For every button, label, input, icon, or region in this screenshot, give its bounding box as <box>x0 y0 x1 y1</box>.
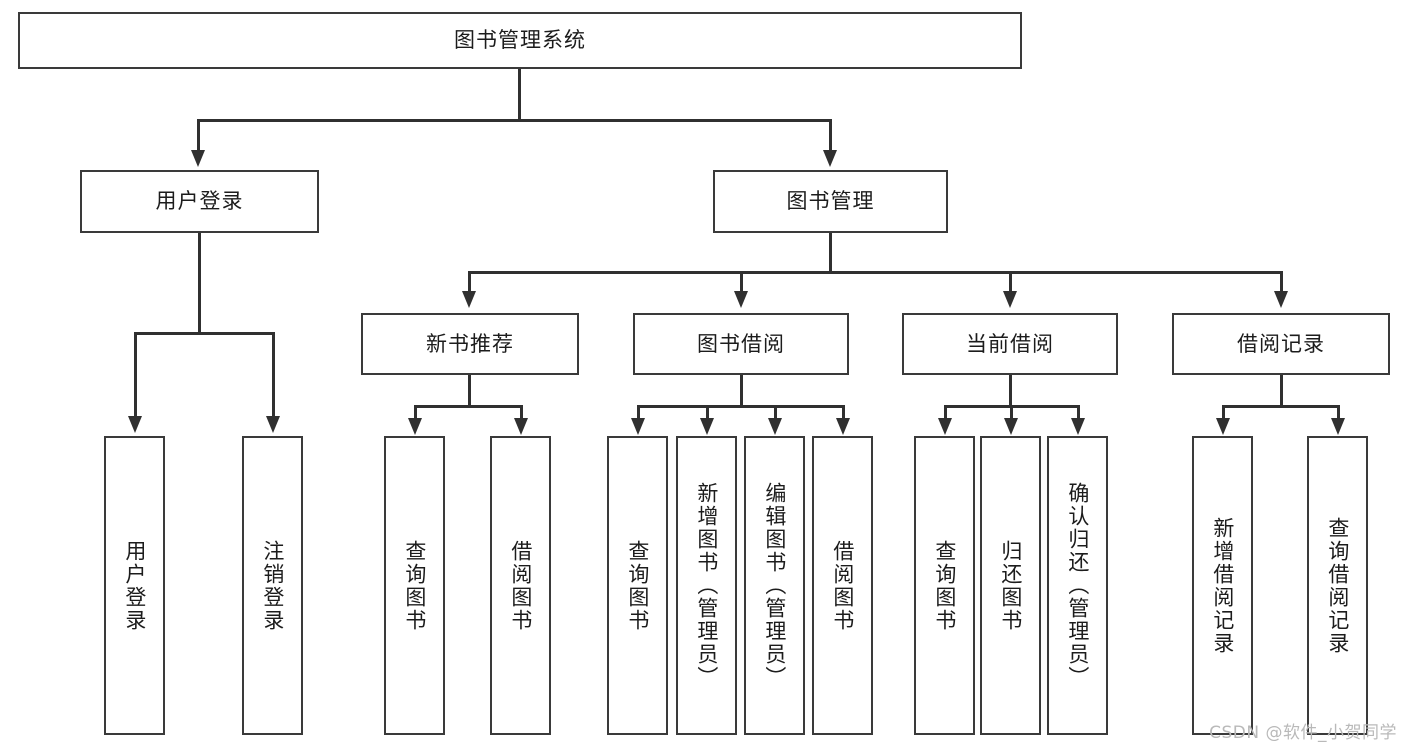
arrow-to-book-borrow <box>734 291 748 308</box>
leaf-edit-book-admin[interactable]: 编辑图书（管理员） <box>744 436 805 735</box>
node-new-book-recommend[interactable]: 新书推荐 <box>361 313 579 375</box>
connector-level3-drop-4 <box>1280 271 1283 293</box>
leaf-add-borrow-record[interactable]: 新增借阅记录 <box>1192 436 1253 735</box>
arrow-to-leaf-edit-book <box>768 418 782 435</box>
arrow-to-leaf-add-book <box>700 418 714 435</box>
leaf-confirm-return-admin[interactable]: 确认归还（管理员） <box>1047 436 1108 735</box>
node-label: 用户登录 <box>155 189 244 214</box>
node-label: 归还图书 <box>998 539 1023 632</box>
node-label: 借阅图书 <box>830 539 855 632</box>
connector-borrow-record-drop-1 <box>1222 405 1225 420</box>
arrow-to-leaf-query-book-3 <box>938 418 952 435</box>
connector-level3-drop-2 <box>740 271 743 293</box>
connector-current-borrow-drop-3 <box>1077 405 1080 420</box>
connector-root-drop-right <box>829 119 832 153</box>
connector-root-trunk <box>518 69 521 120</box>
arrow-to-leaf-query-book-2 <box>631 418 645 435</box>
node-label: 查询借阅记录 <box>1325 516 1350 655</box>
connector-user-login-trunk <box>198 233 201 334</box>
node-label: 当前借阅 <box>966 331 1054 356</box>
connector-user-login-drop-2 <box>272 332 275 418</box>
leaf-query-book-2[interactable]: 查询图书 <box>607 436 668 735</box>
node-label: 新增图书（管理员） <box>694 482 719 689</box>
arrow-to-leaf-query-book-1 <box>408 418 422 435</box>
arrow-root-to-book-management <box>823 150 837 167</box>
leaf-return-book[interactable]: 归还图书 <box>980 436 1041 735</box>
arrow-to-new-book-recommend <box>462 291 476 308</box>
leaf-user-login[interactable]: 用户登录 <box>104 436 165 735</box>
connector-borrow-record-drop-2 <box>1337 405 1340 420</box>
arrow-to-leaf-logout <box>266 416 280 433</box>
connector-root-drop-left <box>197 119 200 153</box>
node-label: 注销登录 <box>260 539 285 632</box>
node-book-borrow[interactable]: 图书借阅 <box>633 313 849 375</box>
connector-level3-drop-1 <box>468 271 471 293</box>
node-label: 查询图书 <box>402 539 427 632</box>
node-root-book-management-system[interactable]: 图书管理系统 <box>18 12 1022 69</box>
arrow-to-current-borrow <box>1003 291 1017 308</box>
arrow-to-leaf-user-login <box>128 416 142 433</box>
leaf-query-book-1[interactable]: 查询图书 <box>384 436 445 735</box>
node-current-borrow[interactable]: 当前借阅 <box>902 313 1118 375</box>
leaf-query-book-3[interactable]: 查询图书 <box>914 436 975 735</box>
connector-book-borrow-trunk <box>740 375 743 407</box>
node-label: 新书推荐 <box>426 331 514 356</box>
leaf-logout[interactable]: 注销登录 <box>242 436 303 735</box>
node-label: 图书管理 <box>786 189 875 214</box>
connector-current-borrow-trunk <box>1009 375 1012 407</box>
connector-new-book-bus <box>414 405 522 408</box>
connector-book-management-trunk <box>829 233 832 273</box>
node-book-management[interactable]: 图书管理 <box>713 170 948 233</box>
leaf-query-borrow-record[interactable]: 查询借阅记录 <box>1307 436 1368 735</box>
connector-level3-bus <box>468 271 1282 274</box>
node-label: 确认归还（管理员） <box>1065 482 1090 689</box>
node-label: 借阅图书 <box>508 539 533 632</box>
connector-level3-drop-3 <box>1009 271 1012 293</box>
connector-current-borrow-drop-2 <box>1010 405 1013 420</box>
connector-borrow-record-bus <box>1222 405 1339 408</box>
connector-book-borrow-drop-4 <box>842 405 845 420</box>
node-label: 查询图书 <box>625 539 650 632</box>
node-user-login[interactable]: 用户登录 <box>80 170 319 233</box>
connector-book-borrow-drop-1 <box>637 405 640 420</box>
leaf-borrow-book-2[interactable]: 借阅图书 <box>812 436 873 735</box>
node-label: 查询图书 <box>932 539 957 632</box>
node-label: 图书管理系统 <box>454 28 586 53</box>
leaf-borrow-book-1[interactable]: 借阅图书 <box>490 436 551 735</box>
connector-new-book-drop-2 <box>520 405 523 420</box>
node-label: 新增借阅记录 <box>1210 516 1235 655</box>
connector-borrow-record-trunk <box>1280 375 1283 407</box>
connector-new-book-drop-1 <box>414 405 417 420</box>
connector-new-book-trunk <box>468 375 471 407</box>
node-label: 借阅记录 <box>1237 331 1325 356</box>
arrow-to-leaf-borrow-book-1 <box>514 418 528 435</box>
connector-book-borrow-bus <box>637 405 844 408</box>
arrow-to-leaf-borrow-book-2 <box>836 418 850 435</box>
arrow-to-leaf-query-record <box>1331 418 1345 435</box>
node-label: 图书借阅 <box>697 331 785 356</box>
connector-current-borrow-drop-1 <box>944 405 947 420</box>
connector-user-login-bus <box>134 332 274 335</box>
arrow-to-leaf-confirm-return <box>1071 418 1085 435</box>
node-borrow-record[interactable]: 借阅记录 <box>1172 313 1390 375</box>
connector-book-borrow-drop-3 <box>774 405 777 420</box>
leaf-add-book-admin[interactable]: 新增图书（管理员） <box>676 436 737 735</box>
connector-user-login-drop-1 <box>134 332 137 418</box>
connector-root-bus <box>197 119 831 122</box>
arrow-to-leaf-add-record <box>1216 418 1230 435</box>
node-label: 编辑图书（管理员） <box>762 482 787 689</box>
arrow-to-leaf-return-book <box>1004 418 1018 435</box>
node-label: 用户登录 <box>122 539 147 632</box>
arrow-to-borrow-record <box>1274 291 1288 308</box>
connector-book-borrow-drop-2 <box>706 405 709 420</box>
arrow-root-to-user-login <box>191 150 205 167</box>
